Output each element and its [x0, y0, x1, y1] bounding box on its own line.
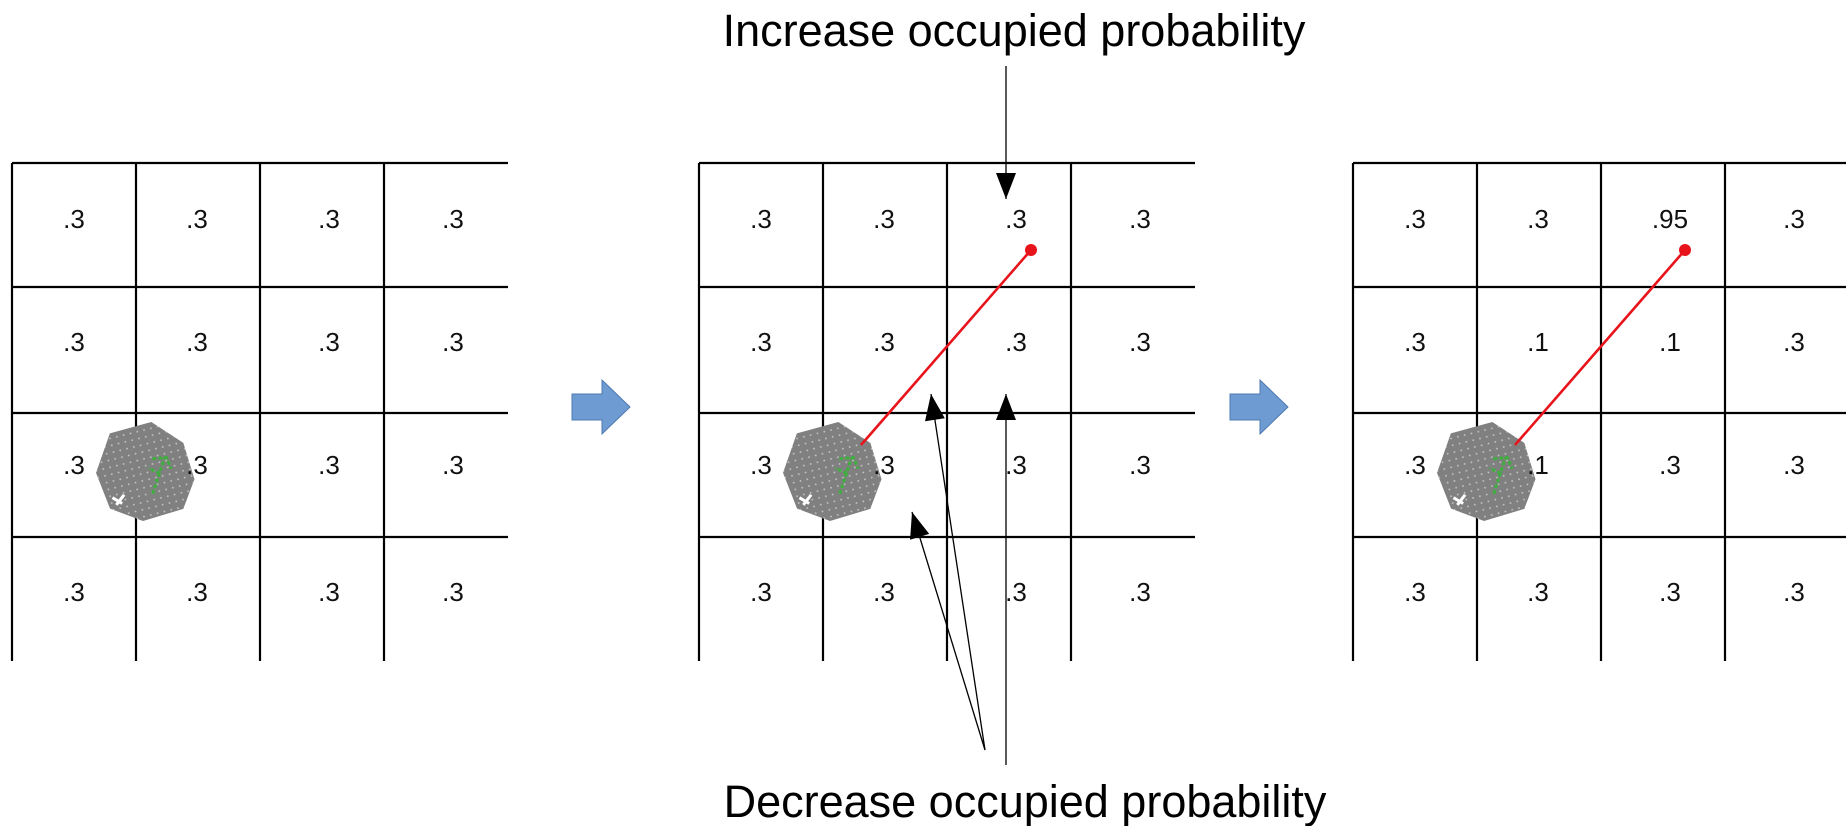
- ray-line: [1514, 249, 1686, 446]
- cell-value: .1: [1527, 327, 1549, 357]
- cell-value: .3: [186, 450, 208, 480]
- robot-icon: [96, 422, 195, 521]
- ray-endpoint: [1025, 244, 1037, 256]
- cell-value: .3: [1005, 450, 1027, 480]
- ray-endpoint: [1679, 244, 1691, 256]
- cell-value: .3: [1783, 204, 1805, 234]
- sensor-ray: [860, 244, 1037, 446]
- cell-value: .3: [63, 204, 85, 234]
- grid-ray-cast: .3 .3 .3 .3 .3 .3 .3 .3 .3 .3 .3 .3 .3 .3 .3 .3: [697, 161, 1195, 661]
- increase-caption: Increase occupied probability: [723, 5, 1306, 56]
- cell-value: .3: [1659, 450, 1681, 480]
- cell-value: .3: [750, 327, 772, 357]
- robot-texture: [96, 422, 195, 521]
- cell-value: .3: [318, 450, 340, 480]
- annotations: Increase occupied probability Decrease o…: [723, 5, 1327, 826]
- cell-value: .3: [442, 327, 464, 357]
- robot-sensor: [147, 455, 173, 495]
- cell-value: .3: [1005, 327, 1027, 357]
- cell-value: .1: [1659, 327, 1681, 357]
- cell-value: .3: [1404, 327, 1426, 357]
- cell-value: .3: [1129, 450, 1151, 480]
- robot-texture: [783, 422, 882, 521]
- grid-lines: [10, 161, 508, 661]
- cell-value: .3: [1527, 577, 1549, 607]
- pointer-arrowhead: [996, 173, 1016, 199]
- cell-value: .3: [1129, 577, 1151, 607]
- robot-icon: [1437, 422, 1536, 521]
- decrease-pointer: [910, 511, 986, 751]
- cell-value: .3: [63, 450, 85, 480]
- cell-value: .3: [873, 450, 895, 480]
- cell-value: .3: [1129, 204, 1151, 234]
- cell-value: .3: [1129, 327, 1151, 357]
- cell-value: .3: [1783, 577, 1805, 607]
- cell-value: .3: [1404, 450, 1426, 480]
- pointer-line: [930, 393, 986, 751]
- cell-value: .3: [442, 577, 464, 607]
- cell-value: .3: [442, 450, 464, 480]
- cell-value: .3: [63, 327, 85, 357]
- decrease-caption: Decrease occupied probability: [724, 776, 1327, 826]
- right-arrow-icon: [571, 378, 631, 436]
- robot-mark: [1452, 493, 1467, 506]
- decrease-pointer: [925, 393, 986, 751]
- pointer-arrowhead: [925, 394, 945, 422]
- cell-value: .3: [750, 204, 772, 234]
- cell-value: .3: [1404, 204, 1426, 234]
- cell-value: .3: [1659, 577, 1681, 607]
- decrease-pointer: [996, 394, 1016, 765]
- grid-lines: [697, 161, 1195, 661]
- robot-mark: [798, 493, 813, 506]
- increase-pointer: [996, 66, 1016, 199]
- cell-value: .3: [750, 450, 772, 480]
- cell-value: .3: [750, 577, 772, 607]
- right-arrow-icon: [1229, 378, 1289, 436]
- cell-value: .3: [873, 577, 895, 607]
- cell-value: .3: [1783, 327, 1805, 357]
- robot-sensor: [834, 455, 860, 495]
- ray-line: [860, 249, 1032, 446]
- cell-value: .3: [873, 204, 895, 234]
- cell-value: .3: [318, 204, 340, 234]
- sensor-ray: [1514, 244, 1691, 446]
- cell-value: .3: [1783, 450, 1805, 480]
- cell-value: .3: [63, 577, 85, 607]
- cell-value: .3: [186, 577, 208, 607]
- cell-value: .3: [318, 327, 340, 357]
- cell-value: .3: [1005, 577, 1027, 607]
- cell-value: .3: [442, 204, 464, 234]
- cell-value: .3: [873, 327, 895, 357]
- cell-value: .3: [186, 204, 208, 234]
- robot-mark: [111, 493, 126, 506]
- pointer-arrowhead: [996, 394, 1016, 420]
- cell-value: .3: [318, 577, 340, 607]
- grid-updated: .3 .3 .95 .3 .3 .1 .1 .3 .3 .1 .3 .3 .3 .3 .3 .3: [1351, 161, 1846, 661]
- robot-sensor: [1488, 455, 1514, 495]
- grid-lines: [1351, 161, 1846, 661]
- flow-arrows: [571, 378, 1289, 436]
- grid-initial: .3 .3 .3 .3 .3 .3 .3 .3 .3 .3 .3 .3 .3 .3 .3 .3: [10, 161, 508, 661]
- cell-value: .3: [1527, 204, 1549, 234]
- cell-value: .1: [1527, 450, 1549, 480]
- pointer-arrowhead: [910, 512, 930, 540]
- cell-value: .95: [1652, 204, 1688, 234]
- cell-value: .3: [186, 327, 208, 357]
- pointer-line: [911, 511, 986, 751]
- cell-value: .3: [1404, 577, 1426, 607]
- cell-value: .3: [1005, 204, 1027, 234]
- robot-icon: [783, 422, 882, 521]
- robot-texture: [1437, 422, 1536, 521]
- grids-layer: .3.3.3.3.3.3.3.3.3.3.3.3.3.3.3.3.3.3.3.3…: [10, 161, 1846, 661]
